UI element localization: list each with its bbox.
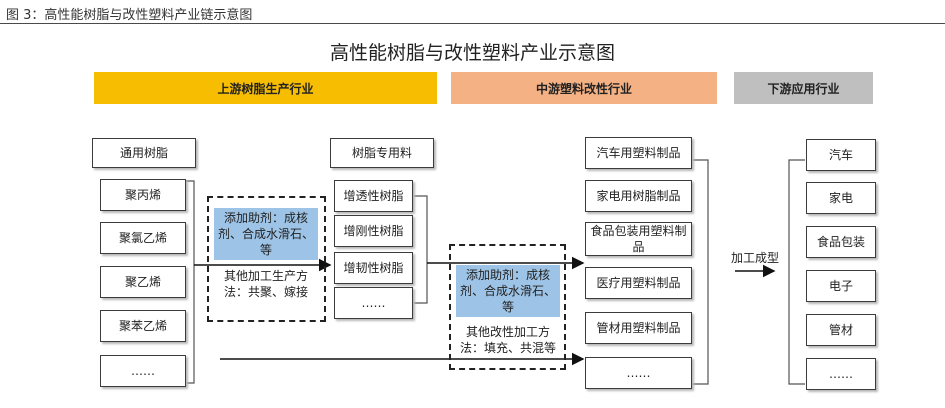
midstream-additive-note: 添加助剂：成核剂、合成水滑石、等 <box>456 265 560 317</box>
special-resin-item: 增刚性树脂 <box>334 215 413 247</box>
diagram-title: 高性能树脂与改性塑料产业示意图 <box>329 42 615 64</box>
general-resin-item: 聚氯乙烯 <box>100 222 186 254</box>
general-resin-item: 聚乙烯 <box>100 266 186 298</box>
upstream-additive-note: 添加助剂：成核剂、合成水滑石、等 <box>214 208 318 260</box>
bracket-general-resins <box>186 180 195 384</box>
midstream-other-method-note: 其他改性加工方法：填充、共混等 <box>459 325 556 356</box>
product-item: …… <box>585 357 692 389</box>
special-resin-item: …… <box>334 287 413 319</box>
product-item: 管材用塑料制品 <box>585 312 692 344</box>
special-resin-item: 增透性树脂 <box>334 180 413 212</box>
midstream-process-box <box>449 244 566 370</box>
special-resin-header: 树脂专用料 <box>330 138 434 168</box>
product-item: 汽车用塑料制品 <box>585 137 692 169</box>
general-resin-header: 通用树脂 <box>92 138 196 168</box>
special-resin-item: 增韧性树脂 <box>334 252 413 284</box>
general-resin-item: …… <box>100 355 186 387</box>
bracket-products <box>692 159 709 385</box>
application-item: 家电 <box>806 182 876 214</box>
application-item: …… <box>806 358 876 390</box>
caption-rule <box>0 23 945 24</box>
figure-caption: 图 3：高性能树脂与改性塑料产业链示意图 <box>6 8 253 23</box>
band-upstream: 上游树脂生产行业 <box>94 72 437 104</box>
general-resin-item: 聚丙烯 <box>100 179 186 211</box>
product-item: 家电用树脂制品 <box>585 180 692 212</box>
application-item: 食品包装 <box>806 226 876 258</box>
product-item: 医疗用塑料制品 <box>585 267 692 299</box>
application-item: 管材 <box>806 314 876 346</box>
general-resin-item: 聚苯乙烯 <box>100 310 186 342</box>
bracket-applications <box>788 159 805 385</box>
band-downstream: 下游应用行业 <box>734 72 873 104</box>
processing-label: 加工成型 <box>731 251 780 265</box>
application-item: 电子 <box>806 270 876 302</box>
band-midstream: 中游塑料改性行业 <box>451 72 717 104</box>
application-item: 汽车 <box>806 139 876 171</box>
upstream-other-method-note: 其他加工生产方法：共聚、嫁接 <box>223 269 308 300</box>
bracket-special-resins <box>413 195 428 304</box>
product-item: 食品包装用塑料制品 <box>585 222 692 256</box>
upstream-process-box <box>207 196 326 322</box>
